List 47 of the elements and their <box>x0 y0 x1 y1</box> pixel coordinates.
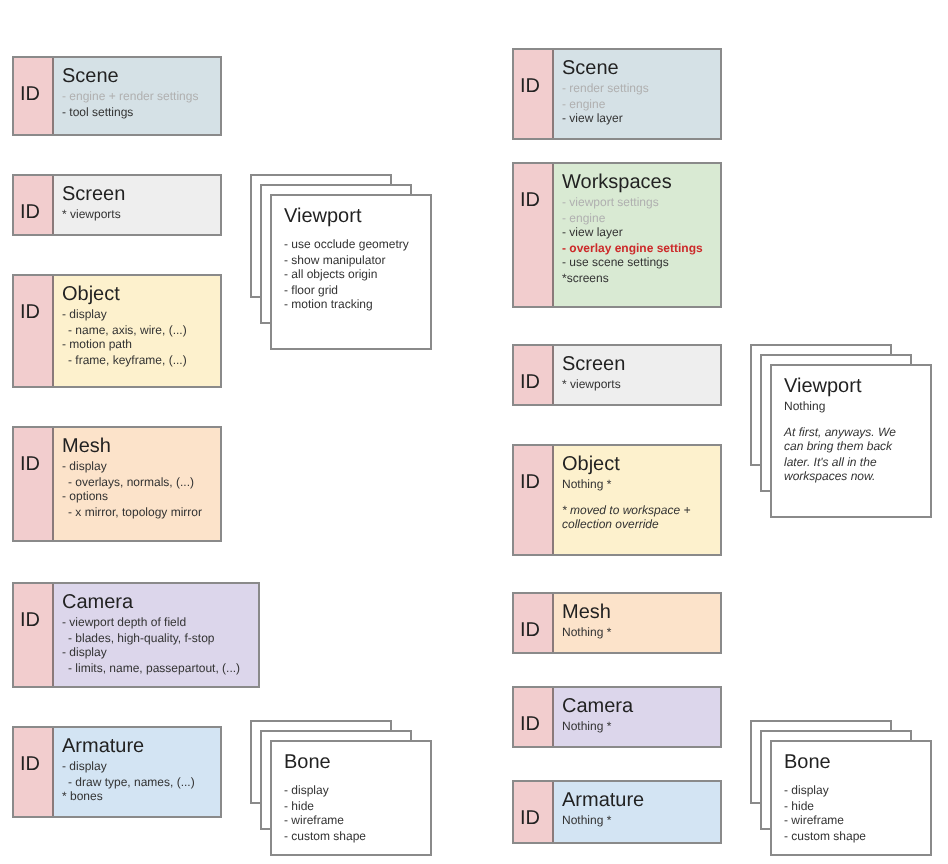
id-column: ID <box>514 50 554 138</box>
card-title: Bone <box>284 752 333 776</box>
id-column: ID <box>514 782 554 842</box>
card-title: Object <box>562 454 622 478</box>
card-title: Object <box>62 284 122 308</box>
id-card <box>12 174 222 236</box>
viewport-card <box>270 194 432 350</box>
id-column: ID <box>14 428 54 540</box>
id-card <box>12 582 260 688</box>
id-card <box>512 48 722 140</box>
id-column: ID <box>514 446 554 554</box>
card-title: Viewport <box>784 376 864 400</box>
card-title: Screen <box>62 184 126 208</box>
id-column: ID <box>514 164 554 306</box>
viewport-card <box>270 740 432 856</box>
id-card <box>512 162 722 308</box>
id-column: ID <box>514 594 554 652</box>
id-card <box>12 426 222 542</box>
card-title: Workspaces <box>562 172 674 196</box>
id-column: ID <box>14 176 54 234</box>
id-column: ID <box>14 584 54 686</box>
card-title: Camera <box>562 696 634 720</box>
id-card <box>512 686 722 748</box>
card-title: Armature <box>62 736 147 760</box>
card-title: Scene <box>62 66 121 90</box>
card-title: Scene <box>562 58 621 82</box>
id-card <box>12 274 222 388</box>
card-title: Viewport <box>284 206 364 230</box>
id-card <box>512 444 722 556</box>
id-card <box>12 56 222 136</box>
card-title: Mesh <box>562 602 612 626</box>
card-title: Mesh <box>62 436 113 460</box>
id-column: ID <box>14 728 54 816</box>
id-card <box>512 780 722 844</box>
id-card <box>12 726 222 818</box>
card-title: Armature <box>562 790 645 814</box>
viewport-card <box>770 740 932 856</box>
card-title: Screen <box>562 354 626 378</box>
viewport-card <box>770 364 932 518</box>
id-column: ID <box>514 346 554 404</box>
id-card <box>512 344 722 406</box>
card-title: Camera <box>62 592 136 616</box>
id-column: ID <box>14 58 54 134</box>
id-card <box>512 592 722 654</box>
card-title: Bone <box>784 752 833 776</box>
id-column: ID <box>14 276 54 386</box>
id-column: ID <box>514 688 554 746</box>
